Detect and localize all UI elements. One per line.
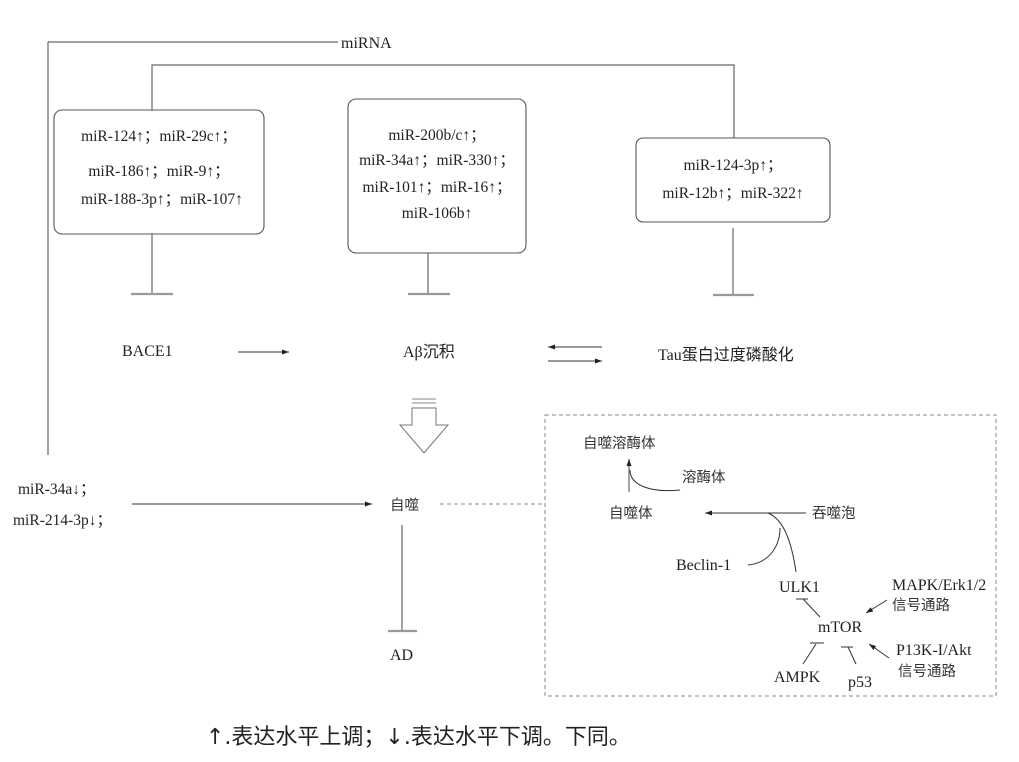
box-line: miR-186↑；miR-9↑；	[88, 163, 229, 180]
autophagosome-node: 自噬体	[609, 505, 653, 522]
autophagy-detail-box	[544, 414, 997, 697]
bace1-regulator-box: miR-124↑；miR-29c↑； miR-186↑；miR-9↑； miR-…	[53, 109, 265, 235]
beclin1-node: Beclin-1	[676, 557, 731, 574]
phagophore-node: 吞噬泡	[812, 505, 856, 522]
box-line: miR-12b↑；miR-322↑	[662, 185, 803, 202]
mtor-node: mTOR	[818, 619, 862, 636]
mapk-label-2: 信号通路	[892, 597, 950, 614]
box-line: miR-34a↑；miR-330↑；	[359, 152, 515, 169]
pi3k-label: P13K-I/Akt	[896, 642, 972, 659]
beclin1-curve	[747, 527, 781, 566]
big-down-arrow-icon	[398, 398, 450, 454]
mirna-outer-connector	[47, 41, 338, 455]
abeta-node: Aβ沉积	[403, 343, 455, 361]
mirna-root-label: miRNA	[341, 35, 392, 52]
bace1-node: BACE1	[122, 343, 173, 360]
lysosome-node: 溶酶体	[682, 469, 726, 486]
tau-regulator-box: miR-124-3p↑； miR-12b↑；miR-322↑	[635, 137, 831, 223]
ampk-inhibits-mtor	[802, 643, 817, 665]
lysosome-fusion-curve	[629, 469, 681, 492]
pi3k-label-2: 信号通路	[898, 663, 956, 680]
ulk1-node: ULK1	[779, 579, 820, 596]
legend-text: ↑.表达水平上调；↓.表达水平下调。下同。	[206, 725, 631, 750]
pi3k-to-mtor-arrow	[868, 643, 890, 659]
box-line: miR-106b↑	[402, 205, 473, 222]
mtor-inhibits-ulk1	[802, 598, 821, 618]
abeta-regulator-box: miR-200b/c↑； miR-34a↑；miR-330↑； miR-101↑…	[347, 98, 527, 254]
ampk-node: AMPK	[774, 669, 821, 686]
p53-node: p53	[848, 674, 872, 691]
p53-inhibits-mtor	[847, 646, 857, 665]
box-line: miR-188-3p↑；miR-107↑	[81, 191, 243, 208]
mapk-label: MAPK/Erk1/2	[892, 577, 986, 594]
mapk-to-mtor-arrow	[865, 599, 888, 614]
down-mirna-line: miR-214-3p↓；	[13, 512, 112, 529]
box-line: miR-200b/c↑；	[388, 127, 485, 144]
autophagy-node: 自噬	[390, 497, 419, 514]
box-connector-bracket	[151, 64, 735, 138]
box-line: miR-124-3p↑；	[683, 157, 782, 174]
autolysosome-node: 自噬溶酶体	[583, 435, 656, 452]
ad-node: AD	[390, 647, 413, 664]
tau-node: Tau蛋白过度磷酸化	[658, 346, 794, 364]
box-line: miR-124↑；miR-29c↑；	[81, 128, 237, 145]
down-mirna-line: miR-34a↓；	[18, 481, 96, 498]
box-line: miR-101↑；miR-16↑；	[363, 179, 512, 196]
ulk1-curve	[767, 512, 797, 573]
